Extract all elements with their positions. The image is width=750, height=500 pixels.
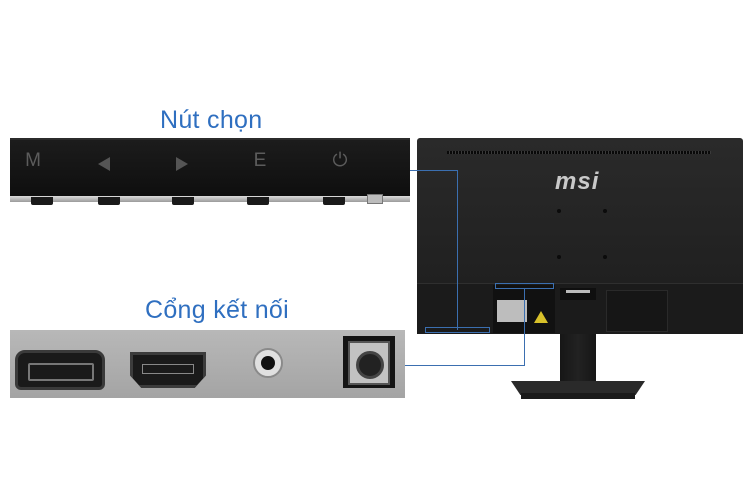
hdmi-port: [130, 352, 206, 388]
monitor-stand-base: [511, 381, 645, 395]
left-button[interactable]: [98, 197, 120, 205]
callout-line-ports: [405, 365, 525, 366]
monitor-stand-base-bottom: [521, 393, 635, 399]
exit-button-label: E: [253, 150, 267, 171]
led-indicator: [367, 194, 383, 204]
spec-label: [606, 290, 668, 332]
triangle-left-icon: [98, 157, 110, 171]
displayport-contacts: [28, 363, 94, 381]
dc-power-hole: [356, 351, 384, 379]
buttons-caption: Nút chọn: [160, 106, 263, 134]
control-button-panel: [10, 138, 410, 198]
exit-button[interactable]: [247, 197, 269, 205]
right-button[interactable]: [172, 197, 194, 205]
hdmi-contacts: [142, 364, 194, 374]
callout-line-ports-vertical: [524, 289, 525, 365]
vesa-hole: [557, 255, 561, 259]
callout-line-buttons-vertical: [457, 170, 458, 330]
callout-box-buttons: [425, 327, 490, 333]
stand-mount-latch: [566, 290, 590, 293]
callout-line-buttons: [410, 170, 457, 171]
callout-box-ports: [495, 283, 554, 289]
dc-power-face: [348, 341, 390, 385]
menu-button[interactable]: [31, 197, 53, 205]
dc-power-port: [343, 336, 395, 388]
ventilation-grille: [447, 151, 711, 154]
triangle-right-icon: [176, 157, 188, 171]
ports-caption: Cổng kết nối: [145, 296, 289, 324]
info-sticker: [497, 300, 527, 322]
audio-jack-port: [253, 348, 283, 378]
button-panel-edge: [10, 196, 410, 202]
power-icon: ⏻: [332, 150, 348, 171]
vesa-hole: [603, 209, 607, 213]
vesa-hole: [557, 209, 561, 213]
menu-button-label: M: [25, 150, 41, 171]
displayport-port: [15, 350, 105, 390]
warning-icon: [534, 311, 548, 323]
msi-logo: msi: [555, 168, 600, 195]
vesa-hole: [603, 255, 607, 259]
audio-jack-hole: [261, 356, 275, 370]
power-button[interactable]: [323, 197, 345, 205]
